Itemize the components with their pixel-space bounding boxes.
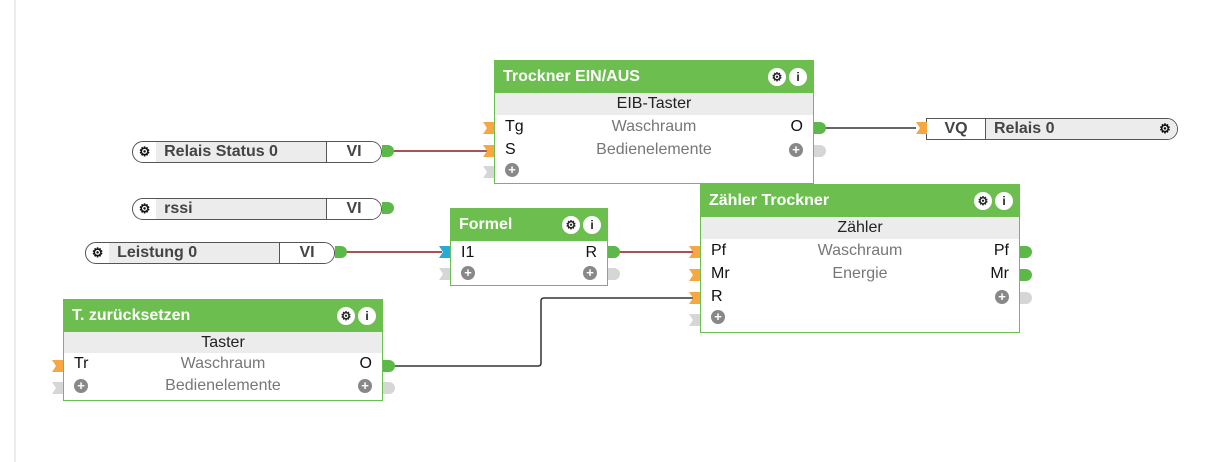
block-category: Bedienelemente bbox=[596, 141, 712, 158]
input-name: Relais Status 0 bbox=[156, 142, 327, 162]
block-type: Zähler bbox=[701, 217, 1019, 239]
input-name: rssi bbox=[156, 199, 327, 219]
gear-icon[interactable]: ⚙ bbox=[91, 245, 104, 260]
info-icon[interactable]: i bbox=[358, 307, 376, 325]
output-label: Mr bbox=[990, 265, 1009, 282]
block-title: Zähler Trockner bbox=[709, 192, 830, 209]
block-category: Bedienelemente bbox=[165, 377, 281, 394]
pin-in-s[interactable] bbox=[483, 145, 494, 157]
pin-out-pf[interactable] bbox=[1020, 246, 1032, 258]
block-title: T. zurücksetzen bbox=[72, 307, 191, 324]
block-category: Energie bbox=[832, 265, 888, 282]
input-label: Pf bbox=[711, 242, 727, 259]
input-rssi[interactable]: ⚙ rssi VI bbox=[132, 198, 382, 220]
pin-out-empty[interactable] bbox=[814, 145, 826, 157]
block-t-zuruecksetzen[interactable]: T. zurücksetzen ⚙i Taster Tr Waschraum O +… bbox=[63, 299, 383, 401]
input-label: S bbox=[505, 141, 516, 158]
canvas-left-border bbox=[14, 0, 16, 462]
input-label: Mr bbox=[711, 265, 730, 282]
block-location: Waschraum bbox=[180, 355, 266, 372]
pin-in-r[interactable] bbox=[689, 292, 700, 304]
block-type: EIB-Taster bbox=[495, 93, 813, 115]
gear-icon[interactable]: ⚙ bbox=[974, 192, 992, 210]
pin-out-empty[interactable] bbox=[608, 268, 620, 280]
add-input-icon[interactable]: + bbox=[711, 309, 725, 324]
input-label: Tg bbox=[505, 118, 524, 135]
pin-in-tg[interactable] bbox=[483, 122, 494, 134]
pin-out-empty[interactable] bbox=[1020, 292, 1032, 304]
add-output-icon[interactable]: + bbox=[789, 142, 803, 157]
block-title: Trockner EIN/AUS bbox=[503, 68, 640, 85]
input-label: R bbox=[711, 288, 723, 305]
block-location: Waschraum bbox=[611, 118, 697, 135]
pin-in-tr[interactable] bbox=[52, 360, 63, 372]
pin-out-leistung[interactable] bbox=[335, 246, 347, 258]
input-tag: VI bbox=[326, 142, 381, 162]
output-label: R bbox=[585, 244, 597, 261]
output-label: O bbox=[359, 355, 372, 372]
pin-in-empty[interactable] bbox=[689, 314, 700, 326]
output-tag: VQ bbox=[927, 119, 986, 139]
add-input-icon[interactable]: + bbox=[74, 378, 88, 393]
gear-icon[interactable]: ⚙ bbox=[562, 216, 580, 234]
input-tag: VI bbox=[279, 243, 334, 263]
pin-in-pf[interactable] bbox=[689, 246, 700, 258]
pin-out-empty[interactable] bbox=[383, 382, 395, 394]
pin-out-o[interactable] bbox=[383, 360, 395, 372]
input-name: Leistung 0 bbox=[109, 243, 280, 263]
add-input-icon[interactable]: + bbox=[461, 265, 475, 280]
input-relais-status[interactable]: ⚙ Relais Status 0 VI bbox=[132, 141, 382, 163]
output-label: O bbox=[790, 118, 803, 135]
pin-in-empty[interactable] bbox=[52, 382, 63, 394]
gear-icon[interactable]: ⚙ bbox=[1153, 119, 1177, 139]
block-trockner-ein-aus[interactable]: Trockner EIN/AUS ⚙i EIB-Taster Tg Waschra… bbox=[494, 60, 814, 184]
input-leistung[interactable]: ⚙ Leistung 0 VI bbox=[85, 242, 335, 264]
output-name: Relais 0 bbox=[986, 119, 1153, 139]
block-title: Formel bbox=[459, 216, 513, 233]
info-icon[interactable]: i bbox=[789, 68, 807, 86]
gear-icon[interactable]: ⚙ bbox=[768, 68, 786, 86]
input-tag: VI bbox=[326, 199, 381, 219]
pin-out-mr[interactable] bbox=[1020, 269, 1032, 281]
gear-icon[interactable]: ⚙ bbox=[337, 307, 355, 325]
add-output-icon[interactable]: + bbox=[583, 265, 597, 280]
add-output-icon[interactable]: + bbox=[358, 378, 372, 393]
pin-out-o[interactable] bbox=[814, 122, 826, 134]
pin-out-relais-status[interactable] bbox=[382, 145, 394, 157]
gear-icon[interactable]: ⚙ bbox=[138, 201, 151, 216]
pin-in-relais[interactable] bbox=[916, 122, 927, 134]
pin-out-r[interactable] bbox=[608, 246, 620, 258]
add-output-icon[interactable]: + bbox=[995, 289, 1009, 304]
block-formel[interactable]: Formel ⚙i I1 R + + bbox=[450, 208, 608, 286]
wire-reset-o-to-zaehler-r bbox=[392, 297, 694, 367]
pin-in-mr[interactable] bbox=[689, 269, 700, 281]
input-label: I1 bbox=[461, 244, 475, 261]
block-location: Waschraum bbox=[817, 242, 903, 259]
info-icon[interactable]: i bbox=[995, 192, 1013, 210]
output-relais[interactable]: VQ Relais 0 ⚙ bbox=[926, 118, 1178, 140]
block-type: Taster bbox=[64, 332, 382, 353]
gear-icon[interactable]: ⚙ bbox=[138, 144, 151, 159]
add-input-icon[interactable]: + bbox=[505, 162, 519, 177]
pin-out-rssi[interactable] bbox=[382, 202, 394, 214]
pin-in-empty[interactable] bbox=[483, 166, 494, 178]
pin-in-i1[interactable] bbox=[439, 246, 450, 258]
pin-in-empty[interactable] bbox=[439, 268, 450, 280]
info-icon[interactable]: i bbox=[583, 216, 601, 234]
input-label: Tr bbox=[74, 355, 89, 372]
output-label: Pf bbox=[993, 242, 1009, 259]
